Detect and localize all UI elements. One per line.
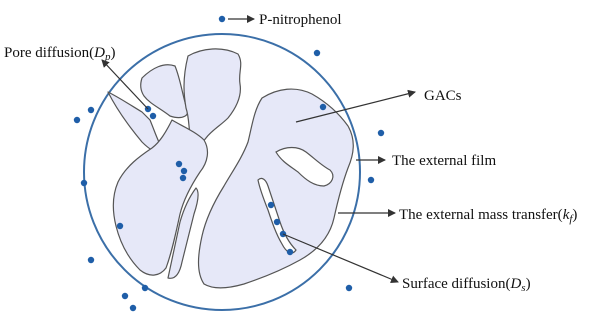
molecule <box>130 305 136 311</box>
surface-diffusion-text: Surface diffusion( <box>402 276 510 292</box>
external-film-label: The external film <box>392 153 496 169</box>
external-mass-transfer-close: ) <box>572 207 577 223</box>
molecule <box>88 107 94 113</box>
pore-diffusion-close: ) <box>110 45 115 61</box>
molecule <box>219 16 225 22</box>
molecule <box>176 161 182 167</box>
molecule <box>320 104 326 110</box>
molecule <box>378 130 384 136</box>
molecule <box>81 180 87 186</box>
molecule <box>122 293 128 299</box>
p-nitrophenol-label: P-nitrophenol <box>259 12 342 28</box>
molecule <box>180 175 186 181</box>
molecule <box>287 249 293 255</box>
pore-diffusion-text: Pore diffusion( <box>4 45 94 61</box>
external-mass-transfer-text: The external mass transfer( <box>399 207 563 223</box>
molecule <box>74 117 80 123</box>
external-mass-transfer-label: The external mass transfer(kf) <box>399 207 577 225</box>
gacs-label: GACs <box>424 88 462 104</box>
molecule <box>181 168 187 174</box>
molecule <box>368 177 374 183</box>
pore-diffusion-label: Pore diffusion(Dp) <box>4 45 115 63</box>
molecule <box>274 219 280 225</box>
molecule <box>346 285 352 291</box>
molecule <box>150 113 156 119</box>
molecule <box>117 223 123 229</box>
pore-diffusion-symbol: D <box>93 45 105 61</box>
molecule <box>142 285 148 291</box>
molecule <box>88 257 94 263</box>
surface-diffusion-label: Surface diffusion(Ds) <box>402 276 531 294</box>
surface-diffusion-close: ) <box>526 276 531 292</box>
molecule <box>314 50 320 56</box>
surface-diffusion-symbol: D <box>509 276 521 292</box>
molecule <box>268 202 274 208</box>
